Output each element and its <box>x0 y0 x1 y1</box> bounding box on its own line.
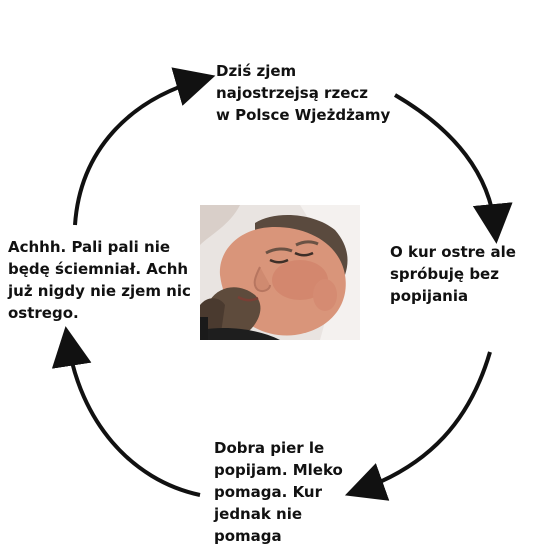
caption-left: Achhh. Pali pali nie będę ściemniał. Ach… <box>8 238 191 322</box>
caption-top: Dziś zjem najostrzejsą rzecz w Polsce Wj… <box>216 62 391 124</box>
arrow-top-to-right <box>393 93 513 244</box>
arrow-right-to-bottom <box>344 351 492 501</box>
caption-bottom: Dobra pier le popijam. Mleko pomaga. Kur… <box>214 439 343 545</box>
arrow-left-to-top <box>73 67 216 226</box>
arrow-bottom-to-left <box>51 326 201 497</box>
center-photo <box>200 205 360 340</box>
caption-right: O kur ostre ale spróbuję bez popijania <box>390 243 516 305</box>
